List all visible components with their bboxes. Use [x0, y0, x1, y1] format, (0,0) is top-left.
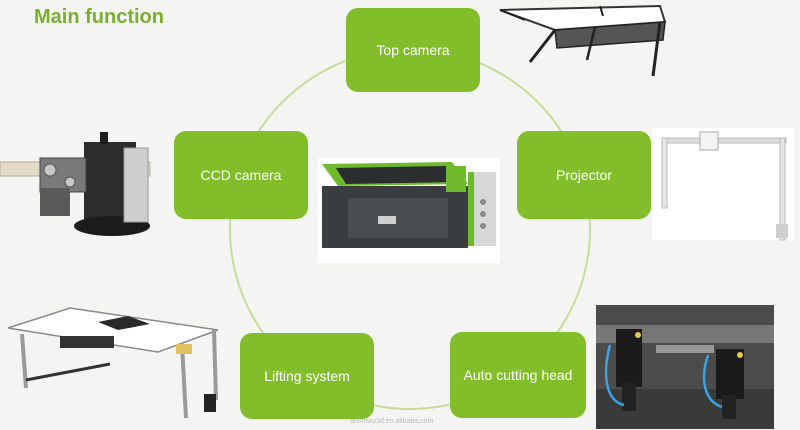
cutting-head-photo — [596, 305, 774, 429]
node-label: Lifting system — [264, 368, 350, 384]
watermark: anbnsky3d.en.alibaba.com — [350, 418, 433, 425]
node-label: CCD camera — [201, 167, 282, 183]
laser-machine-photo — [318, 158, 500, 263]
node-ccd-camera[interactable]: CCD camera — [174, 131, 308, 219]
node-projector[interactable]: Projector — [517, 131, 651, 219]
node-label: Auto cutting head — [464, 367, 573, 383]
node-label: Projector — [556, 167, 612, 183]
node-top-camera[interactable]: Top camera — [346, 8, 480, 92]
node-lifting-system[interactable]: Lifting system — [240, 333, 374, 419]
node-label: Top camera — [376, 42, 449, 58]
projector-gantry-photo — [652, 124, 797, 242]
lifting-table-photo — [0, 300, 225, 425]
camera-frame-photo — [495, 0, 670, 80]
node-auto-cutting-head[interactable]: Auto cutting head — [450, 332, 586, 418]
ccd-camera-photo — [0, 128, 160, 243]
